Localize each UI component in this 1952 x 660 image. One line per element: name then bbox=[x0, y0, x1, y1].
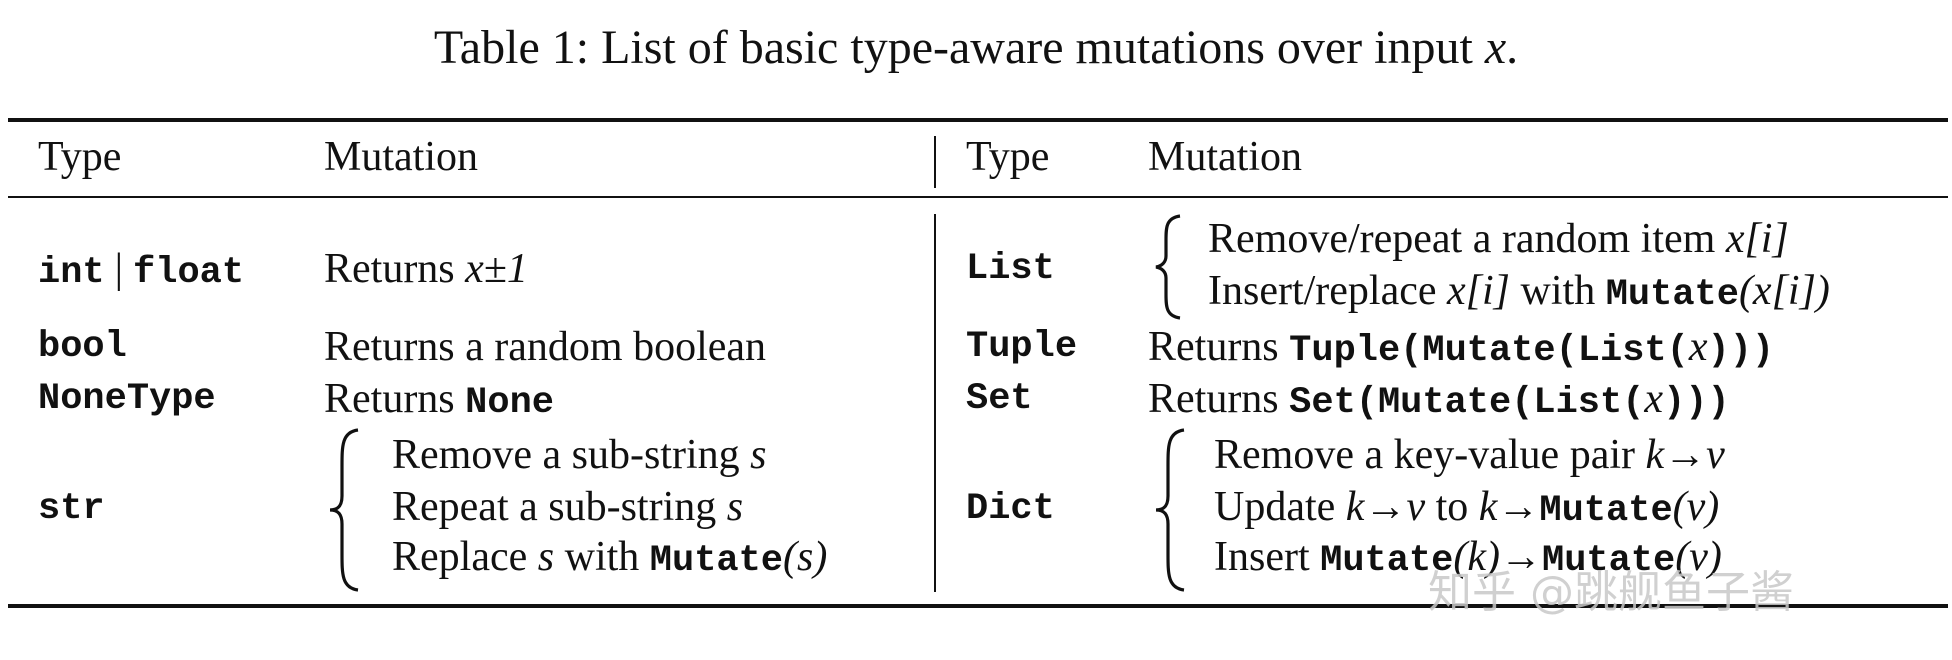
table-caption: Table 1: List of basic type-aware mutati… bbox=[0, 18, 1952, 78]
mutation-math: (k)→ bbox=[1453, 534, 1542, 580]
type-float: float bbox=[133, 252, 245, 294]
mutation-code: Mutate bbox=[1320, 540, 1454, 582]
mutation-int-float: Returns x±1 bbox=[324, 244, 528, 294]
mutation-math: (v) bbox=[1672, 484, 1720, 530]
mutation-math: (v) bbox=[1675, 534, 1722, 580]
mutation-text: Returns bbox=[1148, 376, 1290, 422]
mutation-code: Mutate bbox=[649, 540, 784, 582]
mutation-nonetype: Returns None bbox=[324, 374, 554, 428]
header-left-type: Type bbox=[38, 134, 122, 180]
type-nonetype: NoneType bbox=[38, 378, 216, 420]
header-right-type: Type bbox=[966, 134, 1050, 180]
mutation-math: x[i] bbox=[1447, 268, 1511, 314]
type-tuple: Tuple bbox=[966, 326, 1078, 368]
mutation-list-line1: Remove/repeat a random item x[i] bbox=[1208, 214, 1789, 264]
column-separator-body bbox=[934, 214, 936, 592]
mutation-dict-line2: Update k→v to k→Mutate(v) bbox=[1214, 482, 1719, 536]
header-right-mutation: Mutation bbox=[1148, 134, 1302, 180]
mutation-bool: Returns a random boolean bbox=[324, 324, 767, 370]
table-top-rule bbox=[8, 118, 1948, 122]
brace-list bbox=[1155, 214, 1181, 320]
mutation-text: with bbox=[1510, 268, 1606, 314]
mutation-code: None bbox=[465, 382, 554, 424]
table-bottom-rule bbox=[8, 604, 1948, 608]
mutation-math: s bbox=[750, 432, 767, 478]
mutation-text: with bbox=[554, 534, 650, 580]
column-separator-header bbox=[934, 136, 936, 188]
mutation-text: Insert bbox=[1214, 534, 1321, 580]
type-set: Set bbox=[966, 378, 1033, 420]
mutation-code: ))) bbox=[1663, 382, 1730, 424]
mutation-text: Remove/repeat a random item bbox=[1208, 216, 1726, 262]
mutation-str-line3: Replace s with Mutate(s) bbox=[392, 532, 827, 586]
mutation-math: x bbox=[1644, 376, 1664, 422]
mutation-str-line2: Repeat a sub-string s bbox=[392, 482, 743, 532]
caption-variable: x bbox=[1484, 21, 1507, 74]
type-bool: bool bbox=[38, 326, 127, 368]
mutation-dict-line1: Remove a key-value pair k→v bbox=[1214, 430, 1725, 480]
type-list: List bbox=[966, 248, 1055, 290]
brace-str bbox=[329, 428, 359, 592]
mutation-code: ))) bbox=[1707, 330, 1775, 372]
mutation-text: to bbox=[1425, 484, 1479, 530]
mutation-math: (x[i]) bbox=[1738, 268, 1830, 314]
type-separator: | bbox=[114, 246, 124, 292]
mutation-text: Returns bbox=[1148, 324, 1290, 370]
type-int-float: int|float bbox=[38, 244, 244, 298]
caption-text: Table 1: List of basic type-aware mutati… bbox=[433, 21, 1485, 74]
mutation-text: Replace bbox=[392, 534, 538, 580]
mutation-code: Mutate bbox=[1542, 540, 1676, 582]
mutation-code: Mutate bbox=[1539, 490, 1673, 532]
type-str: str bbox=[38, 488, 105, 530]
mutation-math: k→v bbox=[1645, 432, 1725, 478]
mutation-math: k→v bbox=[1345, 484, 1426, 530]
type-dict: Dict bbox=[966, 488, 1055, 530]
brace-dict bbox=[1155, 428, 1185, 592]
mutation-code: Tuple(Mutate(List( bbox=[1289, 330, 1689, 372]
mutation-code: Set(Mutate(List( bbox=[1289, 382, 1645, 424]
table-header-rule bbox=[8, 196, 1948, 198]
mutation-dict-line3: Insert Mutate(k)→Mutate(v) bbox=[1214, 532, 1722, 586]
mutation-text: Remove a key-value pair bbox=[1214, 432, 1646, 478]
mutation-math: x[i] bbox=[1725, 216, 1789, 262]
mutation-text: Remove a sub-string bbox=[392, 432, 751, 478]
type-int: int bbox=[38, 252, 105, 294]
watermark: 知乎 @跳舰鱼子酱 bbox=[1428, 567, 1794, 618]
caption-period: . bbox=[1506, 21, 1519, 74]
mutation-math: (s) bbox=[783, 534, 828, 580]
mutation-math: k→ bbox=[1478, 484, 1540, 530]
mutation-text: Repeat a sub-string bbox=[392, 484, 727, 530]
header-left-mutation: Mutation bbox=[324, 134, 478, 180]
mutation-tuple: Returns Tuple(Mutate(List(x))) bbox=[1148, 322, 1774, 376]
mutation-set: Returns Set(Mutate(List(x))) bbox=[1148, 374, 1730, 428]
mutation-math: x±1 bbox=[465, 246, 528, 292]
mutation-text: Update bbox=[1214, 484, 1346, 530]
mutation-math: x bbox=[1688, 324, 1708, 370]
mutation-math: s bbox=[537, 534, 555, 580]
mutation-code: Mutate bbox=[1605, 274, 1739, 316]
mutation-str-line1: Remove a sub-string s bbox=[392, 430, 766, 480]
mutation-text: Returns bbox=[324, 246, 466, 292]
mutation-text: Returns bbox=[324, 376, 466, 422]
mutation-math: s bbox=[726, 484, 744, 530]
mutation-list-line2: Insert/replace x[i] with Mutate(x[i]) bbox=[1208, 266, 1830, 320]
mutation-text: Insert/replace bbox=[1208, 268, 1448, 314]
